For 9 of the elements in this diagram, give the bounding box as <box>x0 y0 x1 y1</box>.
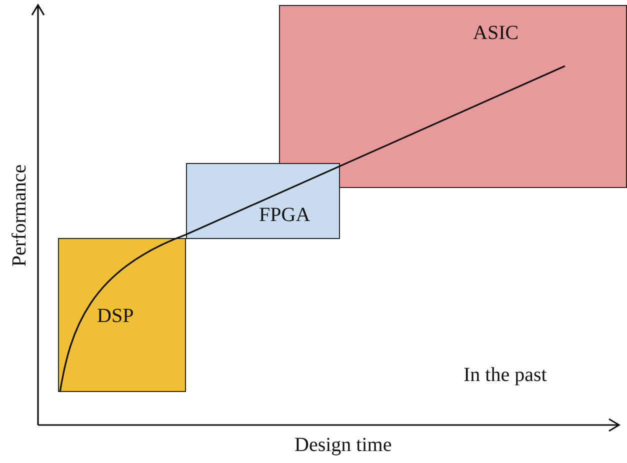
region-box <box>58 238 186 392</box>
region-label: FPGA <box>259 204 310 227</box>
region-label: DSP <box>97 305 134 328</box>
region-box <box>186 163 340 239</box>
note-text: In the past <box>464 364 547 386</box>
region-box <box>279 5 627 188</box>
axis-title: Performance <box>8 164 32 266</box>
axis-title: Design time <box>294 434 392 456</box>
region-label: ASIC <box>473 22 519 45</box>
